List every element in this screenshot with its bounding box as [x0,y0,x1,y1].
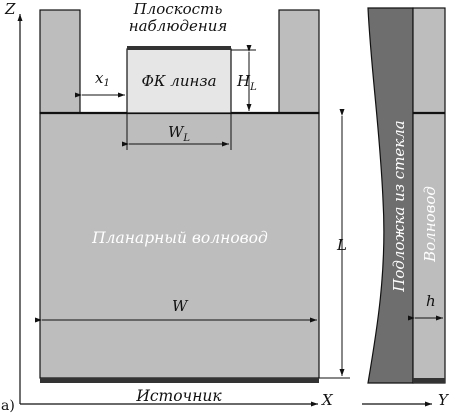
dim-h: h [408,292,443,321]
z-axis-label: Z [4,0,16,18]
waveguide-side-label: Волновод [421,186,439,263]
right-pillar [278,9,320,114]
glass-substrate [367,7,414,384]
lens-label: ФК линза [141,72,216,90]
waveguide-layer [412,7,446,384]
dim-wl-label: WL [168,123,190,144]
observation-plane-label-line1: Плоскость [133,0,223,18]
waveguide-label: Планарный волновод [91,229,268,247]
observation-plane-strip [127,46,231,50]
source-strip [40,378,319,383]
left-pillar [39,9,81,114]
dim-x1-label: x1 [95,69,110,89]
x-axis-label: X [321,391,334,409]
planar-waveguide: Планарный волновод Источник [39,9,320,405]
observation-plane-label-line2: наблюдения [129,17,228,35]
dim-l-label: L [336,236,347,254]
pc-lens: ФК линза Плоскость наблюдения [126,0,232,114]
y-axis-label: Y [438,391,450,409]
dim-h-label: h [426,292,436,310]
dim-w: W [35,297,317,323]
dim-hl-label: HL [236,72,257,93]
panel-a-label: а) [1,398,15,414]
side-bottom-strip [413,378,445,383]
substrate-label: Подложка из стекла [390,120,408,292]
dim-l: L [319,109,350,379]
dim-w-label: W [172,297,189,315]
dim-x1: x1 [75,69,125,98]
side-view: Подложка из стекла Волновод [367,7,446,384]
dim-wl: WL [122,113,232,150]
dim-hl: HL [231,45,257,111]
waveguide-body [39,112,320,379]
lens-body [126,48,232,114]
source-label: Источник [135,387,222,405]
